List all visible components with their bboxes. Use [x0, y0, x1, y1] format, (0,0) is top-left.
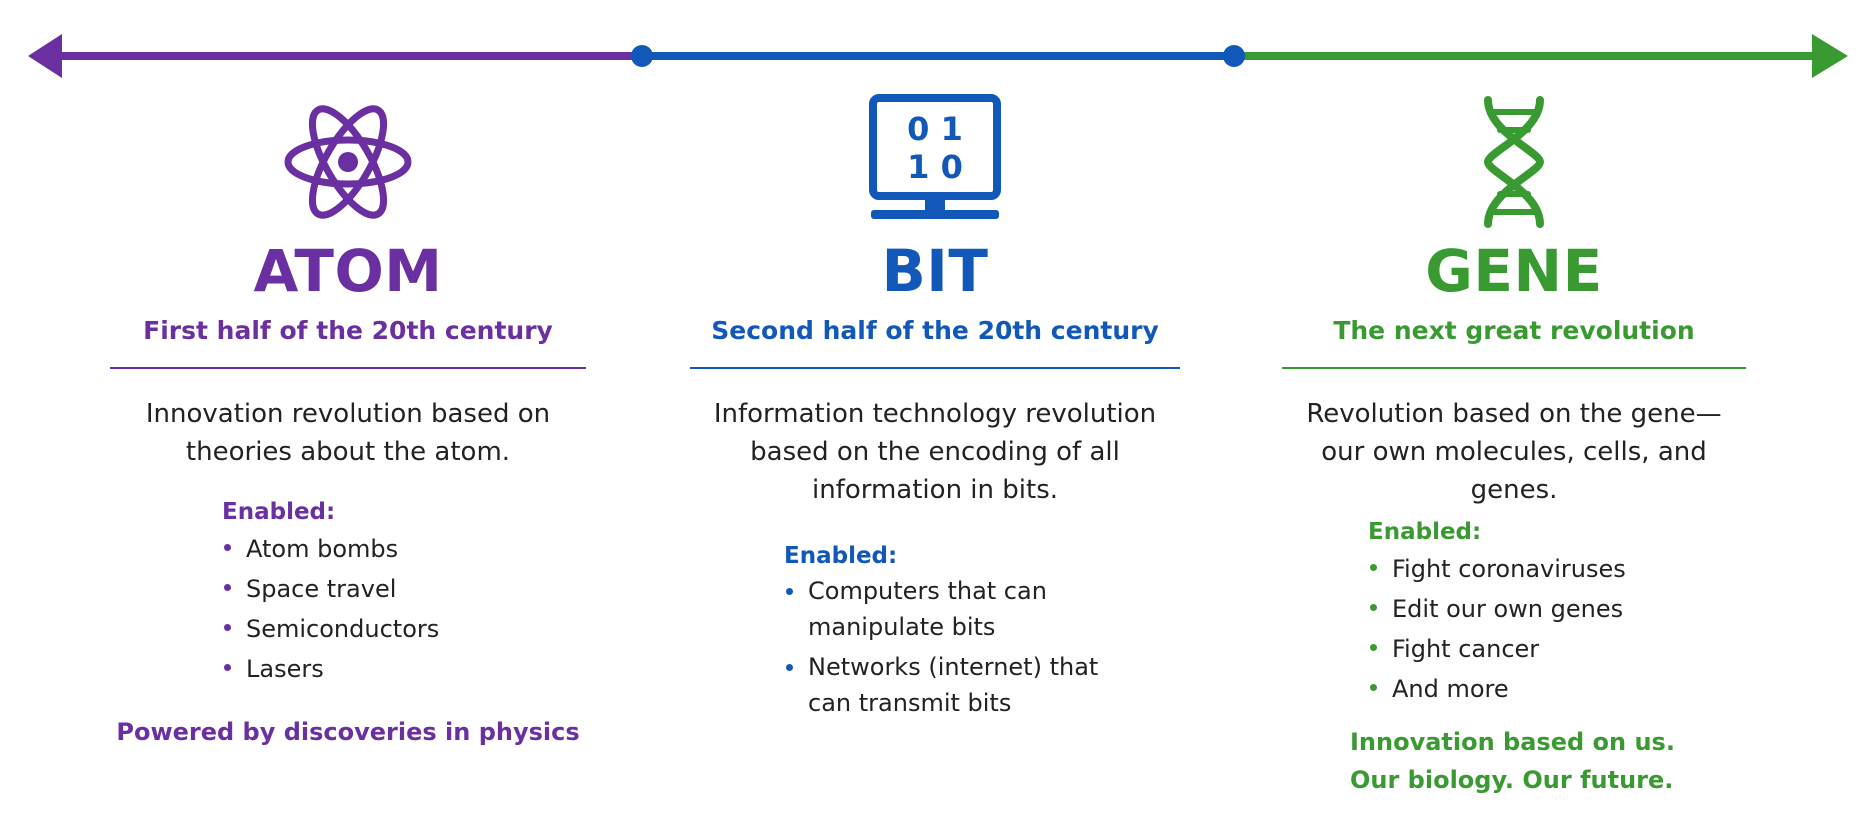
timeline-node-1 [631, 45, 653, 67]
gene-footer-line-2: Our biology. Our future. [1350, 766, 1674, 794]
gene-enabled-label: Enabled: [1368, 519, 1482, 545]
list-item: Atom bombs [222, 529, 439, 569]
gene-divider [1282, 367, 1746, 369]
atom-subtitle: First half of the 20th century [143, 316, 553, 345]
list-item: Fight coronaviruses [1368, 549, 1626, 589]
bit-enabled-list: Computers that can manipulate bits Netwo… [784, 573, 1104, 721]
bit-title: BIT [881, 237, 989, 305]
list-item: Space travel [222, 569, 439, 609]
bit-enabled-block: Enabled: Computers that can manipulate b… [784, 543, 1104, 725]
screen-digits-row-2: 1 0 [907, 148, 963, 186]
list-item: Fight cancer [1368, 629, 1626, 669]
list-item: Edit our own genes [1368, 589, 1626, 629]
atom-footer-note: Powered by discoveries in physics [116, 718, 580, 746]
bit-subtitle: Second half of the 20th century [711, 316, 1159, 345]
timeline-right-arrowhead [1812, 34, 1848, 78]
timeline-node-2 [1223, 45, 1245, 67]
atom-icon [284, 105, 412, 219]
timeline-left-arrowhead [28, 34, 62, 78]
atom-enabled-label: Enabled: [222, 499, 336, 525]
screen-digits-row-1: 0 1 [907, 110, 963, 148]
bit-section: 0 1 1 0 BIT Second half of the 20th cent… [690, 92, 1180, 725]
gene-title: GENE [1425, 237, 1603, 305]
atom-description: Innovation revolution based on theories … [145, 399, 551, 467]
gene-subtitle: The next great revolution [1333, 316, 1695, 345]
list-item: Computers that can manipulate bits [784, 573, 1104, 645]
bit-enabled-label: Enabled: [784, 543, 898, 569]
atom-enabled-block: Enabled: Atom bombs Space travel Semicon… [222, 499, 439, 689]
atom-section: ATOM First half of the 20th century Inno… [110, 92, 586, 751]
gene-footer-note: Innovation based on us. Our biology. Our… [1350, 723, 1675, 799]
computer-monitor-icon: 0 1 1 0 [869, 94, 1001, 219]
list-item: Lasers [222, 649, 439, 689]
gene-enabled-list: Fight coronaviruses Edit our own genes F… [1368, 549, 1626, 709]
list-item: And more [1368, 669, 1626, 709]
list-item: Networks (internet) that can transmit bi… [784, 649, 1104, 721]
list-item: Semiconductors [222, 609, 439, 649]
gene-section: GENE The next great revolution Revolutio… [1282, 92, 1746, 799]
bit-divider [690, 367, 1180, 369]
atom-title: ATOM [253, 237, 443, 305]
dna-helix-icon [1483, 96, 1545, 228]
gene-description: Revolution based on the gene— our own mo… [1306, 399, 1722, 505]
atom-divider [110, 367, 586, 369]
gene-enabled-block: Enabled: Fight coronaviruses Edit our ow… [1368, 519, 1626, 709]
atom-enabled-list: Atom bombs Space travel Semiconductors L… [222, 529, 439, 689]
gene-footer-line-1: Innovation based on us. [1350, 728, 1675, 756]
timeline-arrow [28, 34, 1848, 78]
bit-description: Information technology revolution based … [713, 399, 1157, 505]
